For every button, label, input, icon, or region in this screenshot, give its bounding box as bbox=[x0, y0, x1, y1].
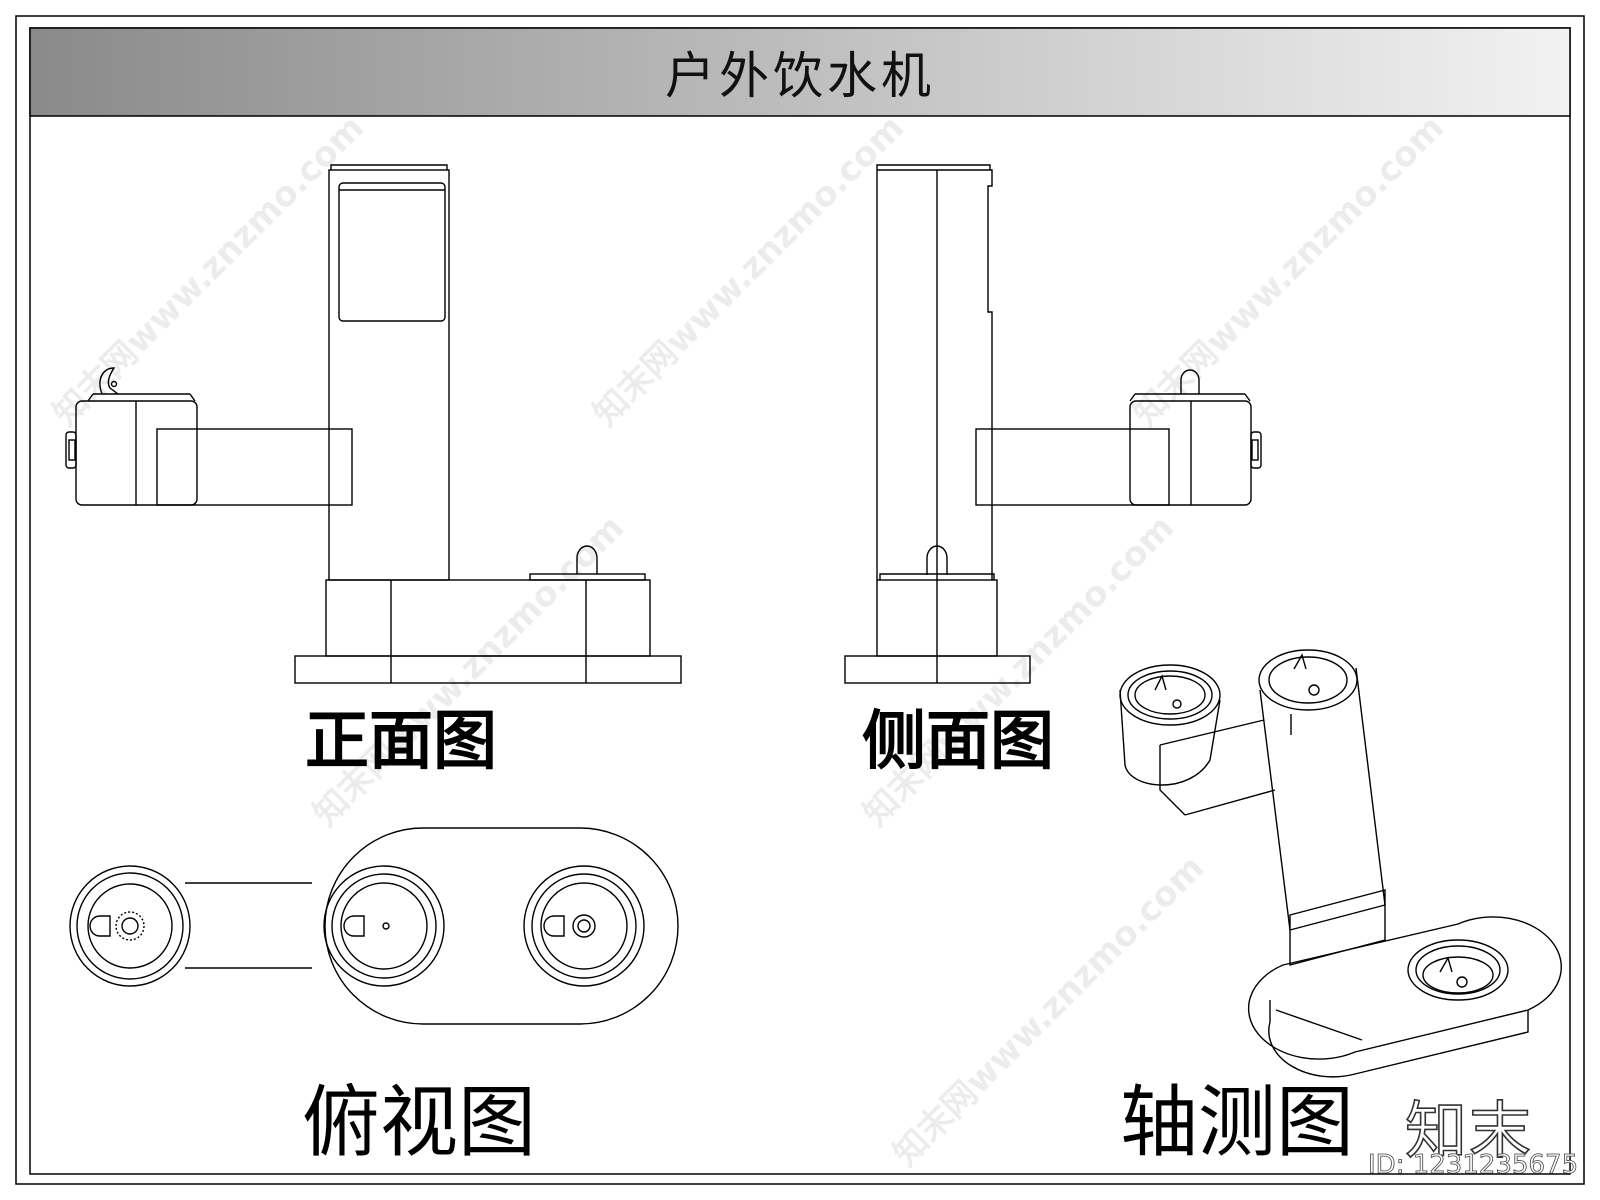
front-view-label: 正面图 bbox=[305, 705, 497, 779]
drawing-id: ID: 1231235675 bbox=[1368, 1150, 1579, 1181]
iso-view-label: 轴测图 bbox=[1120, 1078, 1355, 1168]
iso-view-drawing bbox=[1119, 649, 1562, 1078]
inner-border bbox=[29, 27, 1571, 1175]
brand-logo: 知末 bbox=[1404, 1093, 1534, 1168]
drawing-title: 户外饮水机 bbox=[665, 47, 935, 105]
title-band bbox=[29, 27, 1571, 117]
side-view-label: 侧面图 bbox=[862, 705, 1054, 779]
front-view-drawing bbox=[65, 164, 682, 684]
side-view-drawing bbox=[844, 164, 1262, 684]
top-view-drawing bbox=[69, 827, 679, 1025]
outer-border bbox=[15, 15, 1585, 1185]
top-view-label: 俯视图 bbox=[302, 1078, 537, 1168]
